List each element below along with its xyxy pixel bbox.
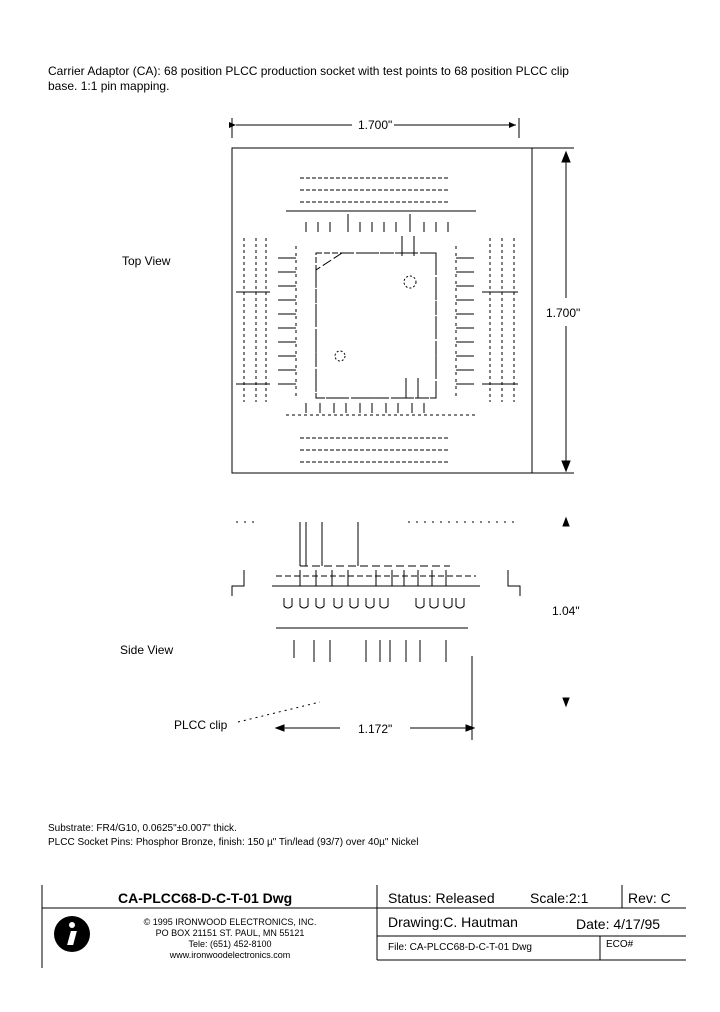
- company-info: © 1995 IRONWOOD ELECTRONICS, INC. PO BOX…: [140, 917, 320, 961]
- scale-field: Scale:2:1: [530, 890, 589, 906]
- date-field: Date: 4/17/95: [576, 916, 661, 932]
- substrate-note: Substrate: FR4/G10, 0.0625"±0.007" thick…: [48, 823, 237, 834]
- top-height-dimension: 1.700": [546, 306, 581, 320]
- title-block-frame: [41, 885, 686, 968]
- side-height-dimension: 1.04": [552, 604, 580, 618]
- website-line: www.ironwoodelectronics.com: [169, 950, 291, 960]
- drawing-by-field: Drawing:C. Hautman: [388, 914, 518, 930]
- clip-width-dimension: 1.172": [358, 722, 393, 736]
- pins-note: PLCC Socket Pins: Phosphor Bronze, finis…: [48, 837, 419, 848]
- top-width-dimension: 1.700": [358, 118, 393, 132]
- top-view-label: Top View: [122, 254, 171, 268]
- side-view-label: Side View: [120, 643, 174, 657]
- eco-field: ECO#: [606, 939, 634, 950]
- side-view-drawing: [231, 516, 570, 740]
- description-line-2: base. 1:1 pin mapping.: [48, 79, 170, 93]
- material-notes: Substrate: FR4/G10, 0.0625"±0.007" thick…: [48, 822, 418, 850]
- description: Carrier Adaptor (CA): 68 position PLCC p…: [48, 64, 588, 94]
- ironwood-logo: [54, 916, 90, 952]
- revision-field: Rev: C: [628, 890, 671, 906]
- description-line-1: Carrier Adaptor (CA): 68 position PLCC p…: [48, 64, 569, 78]
- top-view-drawing: [229, 118, 574, 474]
- copyright-line: © 1995 IRONWOOD ELECTRONICS, INC.: [143, 917, 317, 927]
- file-field: File: CA-PLCC68-D-C-T-01 Dwg: [388, 942, 532, 953]
- drawing-number: CA-PLCC68-D-C-T-01 Dwg: [118, 890, 293, 906]
- phone-line: Tele: (651) 452-8100: [188, 939, 272, 949]
- address-line: PO BOX 21151 ST. PAUL, MN 55121: [155, 928, 305, 938]
- status-field: Status: Released: [388, 890, 495, 906]
- plcc-clip-label: PLCC clip: [174, 718, 228, 732]
